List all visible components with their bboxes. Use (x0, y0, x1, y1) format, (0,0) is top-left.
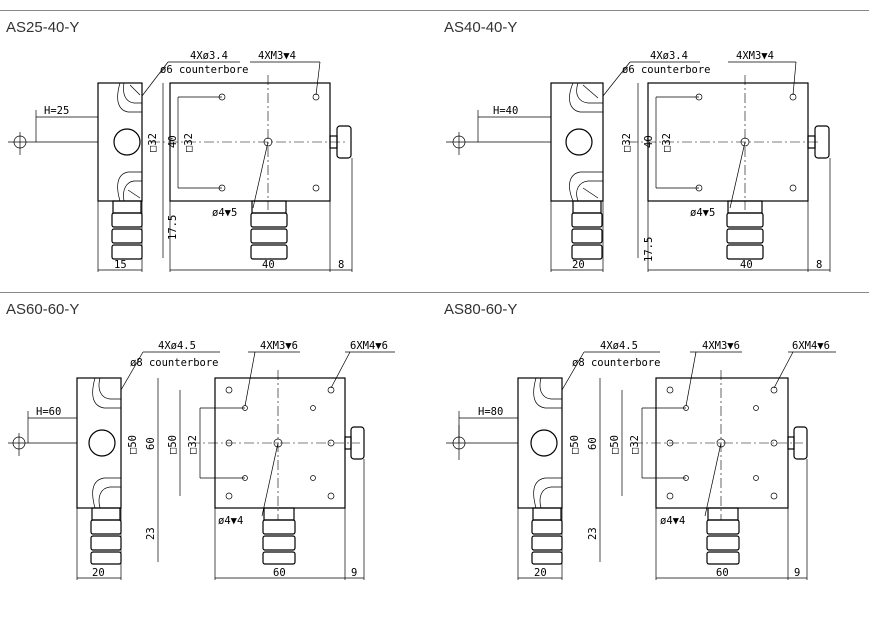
mount-holes (666, 386, 778, 500)
h-label: H=40 (493, 105, 518, 117)
mount-holes (218, 93, 320, 192)
tap2-label: 6XM4▼6 (792, 340, 830, 352)
counterbore-label: ø8 counterbore (130, 357, 219, 369)
micrometer (531, 507, 740, 565)
sq-left-label: □50 (569, 435, 581, 454)
tap1-label: 4XM3▼6 (702, 340, 740, 352)
sq-mid-label: □32 (661, 133, 673, 152)
sq-inner-label: □32 (187, 435, 199, 454)
drawing-as40-40-y: H=40 □32 40 □32 4Xø3.4 ø6 counterbore 4X… (446, 50, 831, 272)
pin-label: ø4▼5 (690, 207, 715, 219)
sq-left-label: □32 (621, 133, 633, 152)
panel-title: AS25-40-Y (6, 19, 80, 36)
counterbore-label: ø6 counterbore (622, 64, 711, 76)
tap-label: 4XM3▼4 (258, 50, 296, 62)
sq-left-label: □32 (147, 133, 159, 152)
width-label: 60 (273, 567, 286, 579)
height-label: 17.5 (167, 215, 179, 240)
middle-rule (0, 292, 869, 293)
sq-mid-label: □50 (609, 435, 621, 454)
sq-mid-label: □50 (167, 435, 179, 454)
holes-label: 4Xø3.4 (650, 50, 688, 62)
width-label: 40 (262, 259, 275, 271)
sq-mid-label: □32 (183, 133, 195, 152)
sq-inner-label: □32 (629, 435, 641, 454)
base-label: 20 (92, 567, 105, 579)
tap1-label: 4XM3▼6 (260, 340, 298, 352)
drawing-as60-60-y: H=60 60 □50 □32 □50 4Xø4.5 ø8 counterbor… (8, 340, 395, 580)
side-label: 60 (587, 437, 599, 450)
tap2-label: 6XM4▼6 (350, 340, 388, 352)
counterbore-label: ø6 counterbore (160, 64, 249, 76)
pin-label: ø4▼5 (212, 207, 237, 219)
mount-holes (695, 93, 797, 192)
micrometer (90, 507, 296, 565)
base-label: 20 (572, 259, 585, 271)
holes-label: 4Xø4.5 (158, 340, 196, 352)
height-label: 23 (587, 527, 599, 540)
drawing-as25-40-y: H=25 □32 40 □32 4Xø3.4 ø6 counterbore 4X… (8, 50, 353, 272)
panel-title: AS40-40-Y (444, 19, 518, 36)
tap-label: 4XM3▼4 (736, 50, 774, 62)
side-label: 60 (145, 437, 157, 450)
knob-label: 9 (794, 567, 800, 579)
base-label: 15 (114, 259, 127, 271)
height-label: 17.5 (643, 237, 655, 262)
mount-holes (225, 386, 335, 500)
micrometer (571, 200, 764, 260)
drawing-as80-60-y: H=80 60 □50 □32 □50 4Xø4.5 ø8 counterbor… (446, 340, 836, 580)
pin-label: ø4▼4 (218, 515, 243, 527)
pin-label: ø4▼4 (660, 515, 685, 527)
holes-label: 4Xø4.5 (600, 340, 638, 352)
top-rule (0, 10, 869, 11)
base-label: 20 (534, 567, 547, 579)
counterbore-label: ø8 counterbore (572, 357, 661, 369)
panel-title: AS60-60-Y (6, 301, 80, 318)
knob-label: 9 (351, 567, 357, 579)
h-label: H=80 (478, 406, 503, 418)
micrometer (111, 200, 288, 260)
side-label: 40 (643, 135, 655, 148)
h-label: H=25 (44, 105, 69, 117)
sq-left-label: □50 (127, 435, 139, 454)
side-label: 40 (167, 135, 179, 148)
width-label: 60 (716, 567, 729, 579)
holes-label: 4Xø3.4 (190, 50, 228, 62)
width-label: 40 (740, 259, 753, 271)
height-label: 23 (145, 527, 157, 540)
knob-label: 8 (816, 259, 822, 271)
h-label: H=60 (36, 406, 61, 418)
knob-label: 8 (338, 259, 344, 271)
panel-title: AS80-60-Y (444, 301, 518, 318)
